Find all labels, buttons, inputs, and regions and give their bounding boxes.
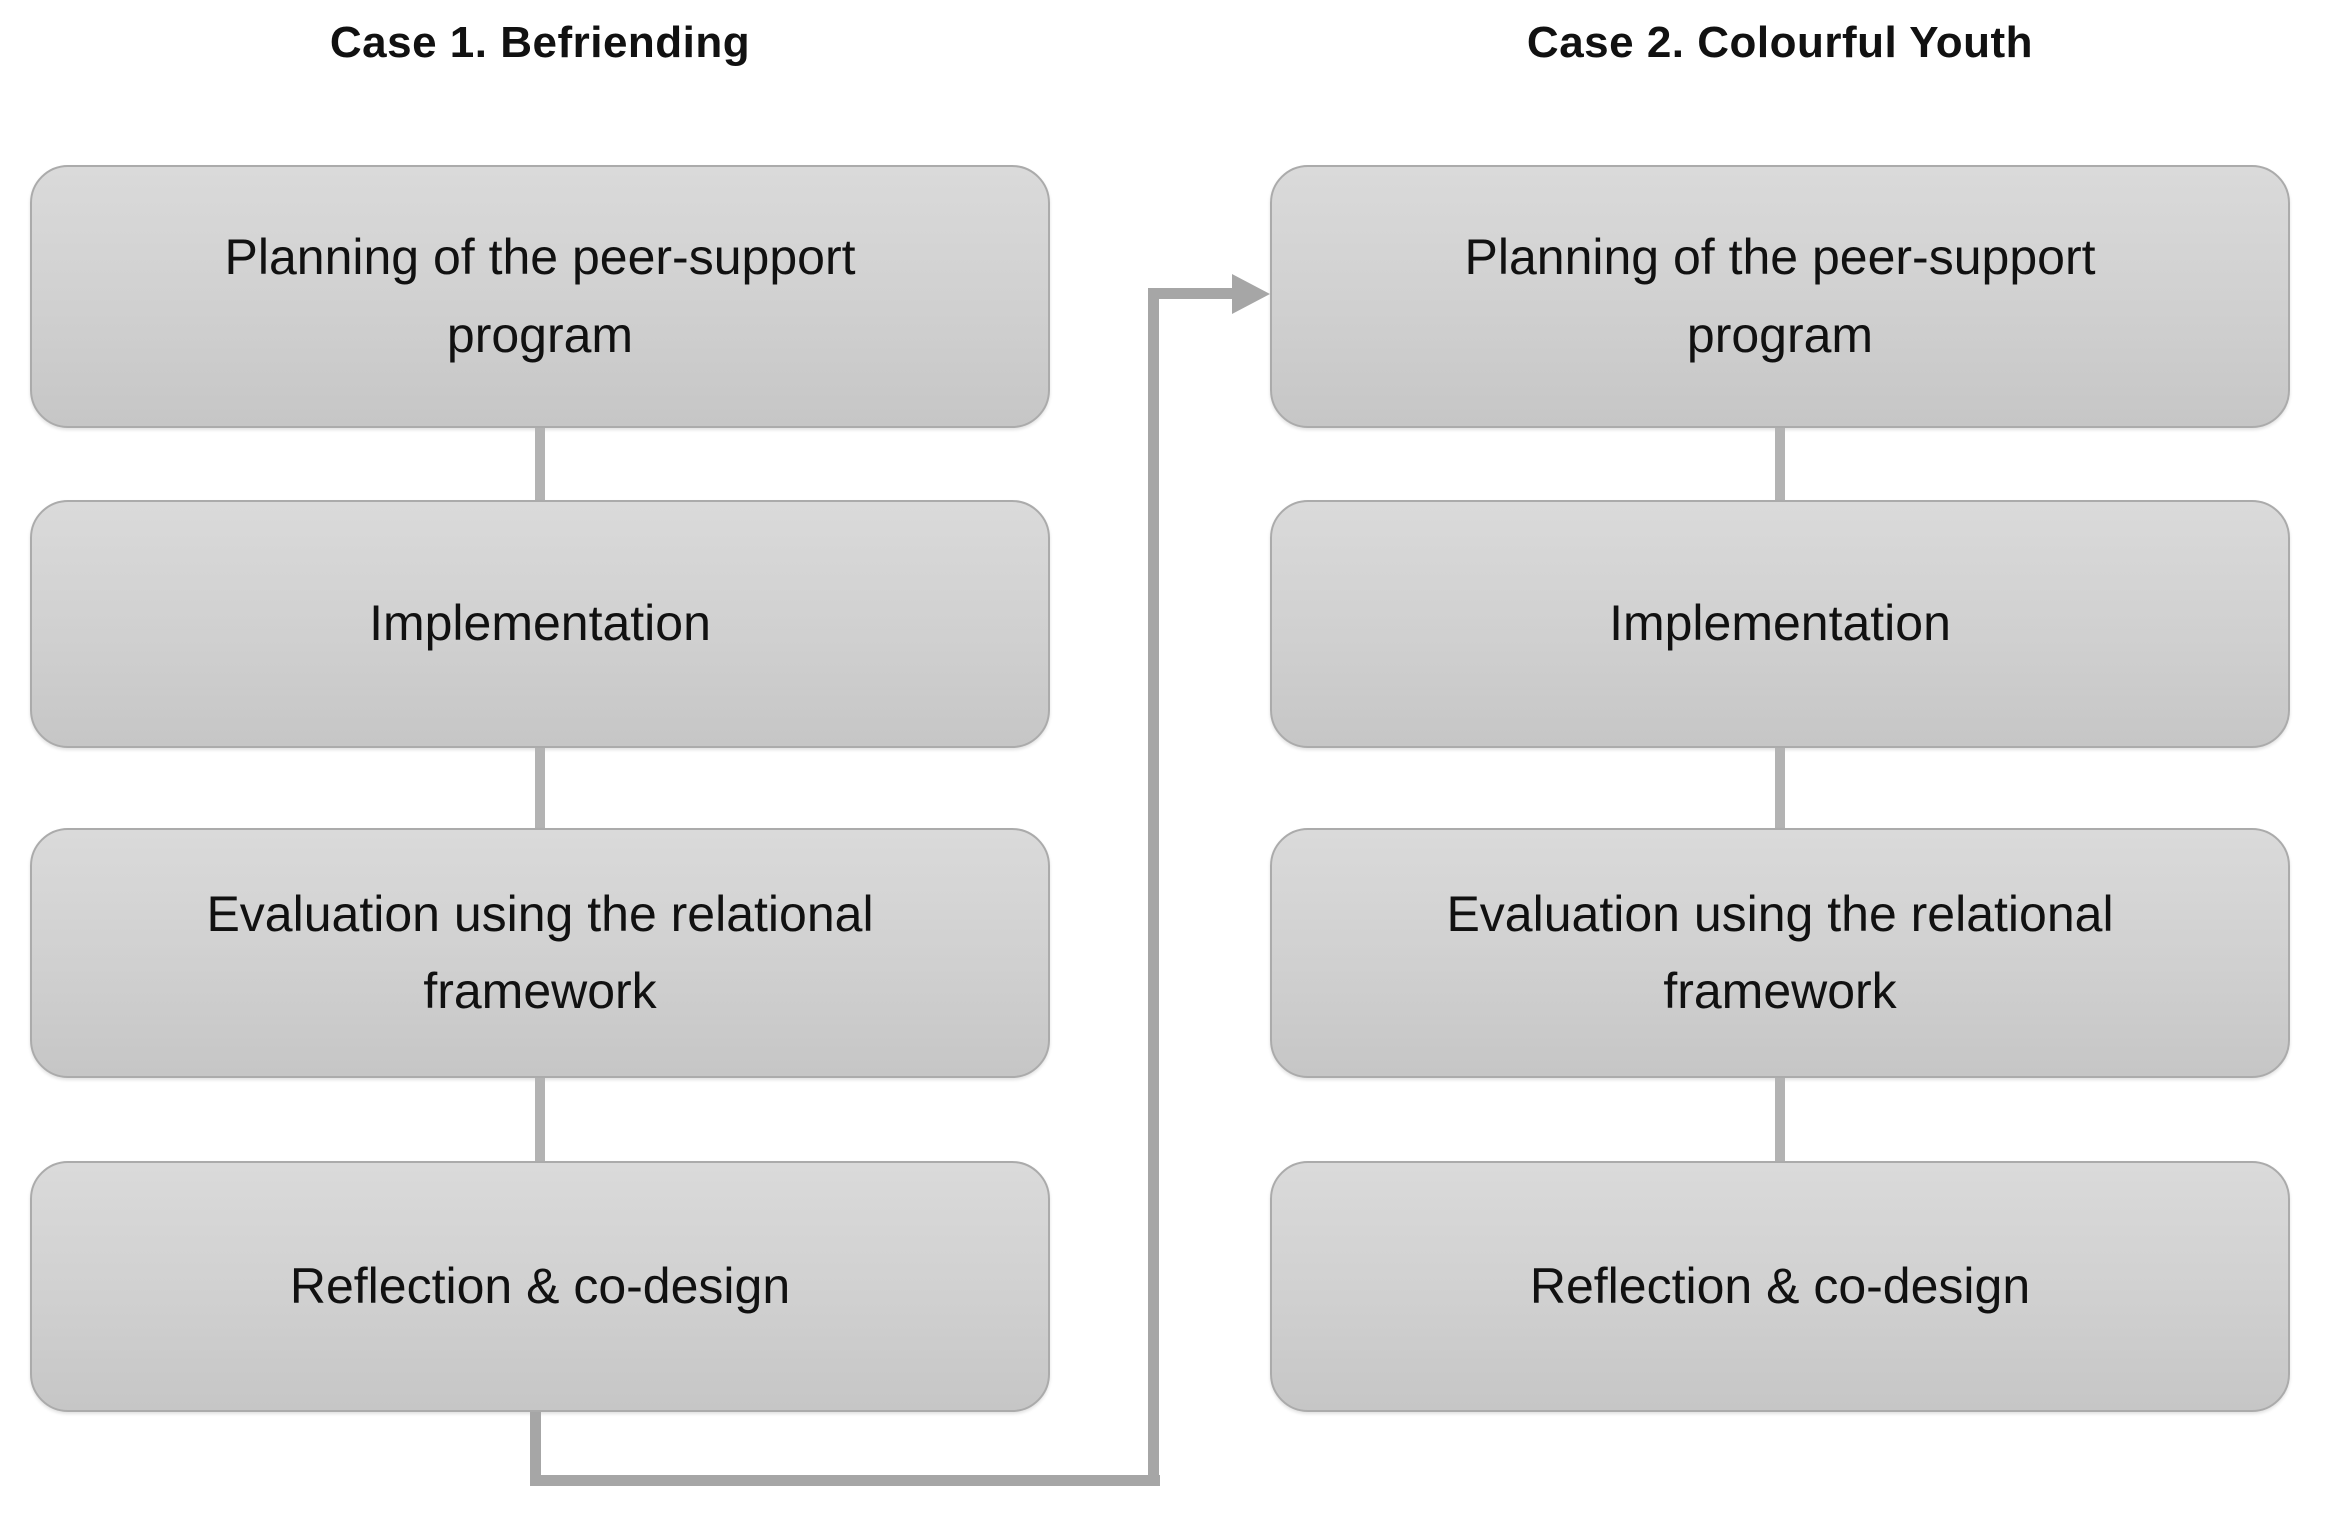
step-box-case2-implementation: Implementation [1270,500,2290,748]
step-box-case1-implementation: Implementation [30,500,1050,748]
connector-case2-implementation-evaluation [1775,748,1785,830]
column-title-case1: Case 1. Befriending [329,18,751,67]
step-label: Evaluation using the relational framewor… [1446,885,2114,1020]
step-box-case1-evaluation: Evaluation using the relational framewor… [30,828,1050,1078]
connector-case1-evaluation-reflection [535,1078,545,1163]
flow-arrow-segment-top [1148,288,1236,299]
step-label: Implementation [369,595,711,652]
flow-arrow-segment-riser [1148,288,1159,1486]
step-box-case2-evaluation: Evaluation using the relational framewor… [1270,828,2290,1078]
step-box-case2-planning: Planning of the peer-support program [1270,165,2290,428]
step-box-case2-reflection: Reflection & co-design [1270,1161,2290,1412]
step-label: Implementation [1609,595,1951,652]
step-label: Planning of the peer-support program [224,229,856,363]
connector-case2-planning-implementation [1775,428,1785,502]
connector-case2-evaluation-reflection [1775,1078,1785,1163]
flow-arrowhead-icon [1232,274,1270,314]
connector-case1-planning-implementation [535,428,545,502]
step-box-case1-planning: Planning of the peer-support program [30,165,1050,428]
step-box-case1-reflection: Reflection & co-design [30,1161,1050,1412]
step-label: Evaluation using the relational framewor… [206,885,874,1020]
column-title-case2: Case 2. Colourful Youth [1526,18,2034,67]
flow-arrow-segment-down [530,1412,541,1486]
flow-arrow-segment-bottom [530,1475,1160,1486]
step-label: Reflection & co-design [289,1257,791,1314]
step-label: Planning of the peer-support program [1464,229,2096,363]
step-label: Reflection & co-design [1529,1257,2031,1314]
connector-case1-implementation-evaluation [535,748,545,830]
